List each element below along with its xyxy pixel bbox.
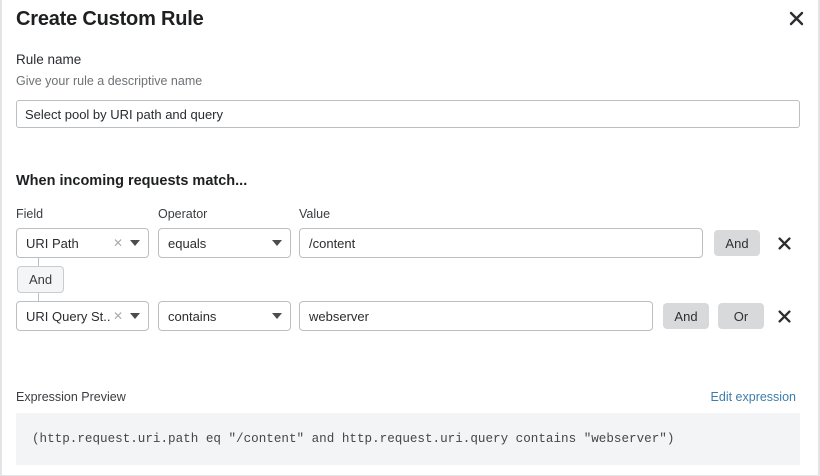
and-button-1[interactable]: And: [714, 230, 760, 256]
chevron-down-icon: [272, 240, 282, 246]
close-icon: [777, 309, 791, 323]
delete-condition-button-2[interactable]: [772, 304, 796, 328]
or-button-2[interactable]: Or: [718, 303, 764, 329]
field-select-2-value: URI Query St...: [26, 308, 111, 324]
value-input-1[interactable]: [299, 228, 703, 258]
operator-select-1-value: equals: [168, 235, 207, 251]
expression-preview-code: (http.request.uri.path eq "/content" and…: [16, 413, 800, 465]
value-input-2[interactable]: [299, 301, 653, 331]
column-header-field: Field: [16, 207, 44, 221]
close-icon: [789, 11, 803, 25]
close-icon: [777, 236, 791, 250]
chevron-down-icon: [272, 313, 282, 319]
column-header-value: Value: [299, 207, 331, 221]
condition-row: URI Query St... ✕ contains And Or: [2, 301, 818, 331]
chevron-down-icon: [130, 313, 140, 319]
connector-line-bottom: [38, 293, 39, 301]
field-select-1[interactable]: URI Path ✕: [16, 228, 149, 258]
rule-name-hint: Give your rule a descriptive name: [16, 74, 203, 88]
connector-and-badge[interactable]: And: [17, 266, 65, 293]
page-title: Create Custom Rule: [16, 8, 204, 30]
column-header-operator: Operator: [158, 207, 208, 221]
chevron-down-icon: [130, 240, 140, 246]
operator-select-2[interactable]: contains: [158, 301, 291, 331]
field-select-2[interactable]: URI Query St... ✕: [16, 301, 149, 331]
rule-name-input[interactable]: [16, 100, 800, 128]
delete-condition-button-1[interactable]: [772, 231, 796, 255]
and-button-2[interactable]: And: [663, 303, 709, 329]
clear-icon[interactable]: ✕: [112, 309, 123, 323]
operator-select-1[interactable]: equals: [158, 228, 291, 258]
clear-icon[interactable]: ✕: [112, 236, 123, 250]
close-dialog-button[interactable]: [784, 6, 808, 30]
expression-preview-label: Expression Preview: [16, 390, 126, 404]
operator-select-2-value: contains: [168, 308, 217, 324]
match-section-heading: When incoming requests match...: [16, 173, 248, 189]
connector-line-top: [38, 258, 39, 266]
field-select-1-value: URI Path: [26, 235, 79, 251]
rule-name-label: Rule name: [16, 52, 82, 67]
condition-row: URI Path ✕ equals And: [2, 228, 818, 258]
edit-expression-link[interactable]: Edit expression: [710, 390, 796, 404]
